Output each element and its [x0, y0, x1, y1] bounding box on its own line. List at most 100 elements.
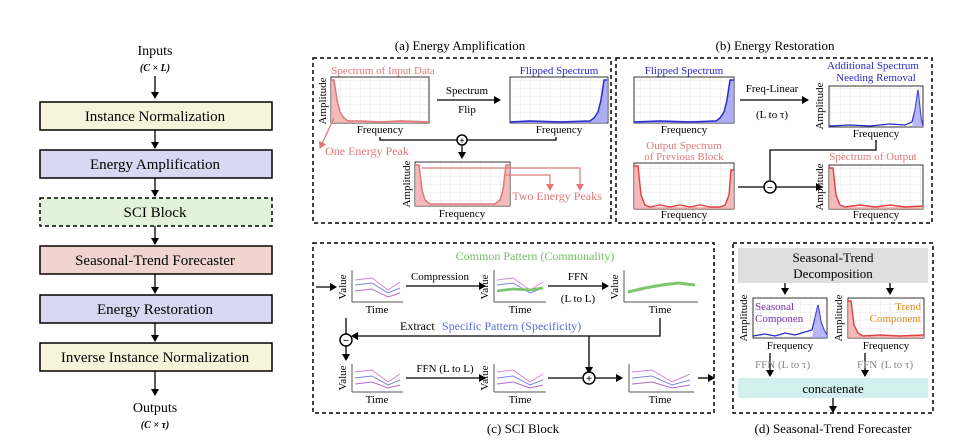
- compression-label: Compression: [411, 271, 470, 283]
- freq-linear-sub: (L to τ): [756, 109, 788, 121]
- ffn-trend-sub: (L to τ): [881, 359, 913, 371]
- concatenate-label: concatenate: [802, 381, 864, 396]
- trend-component-plot: Amplitude Frequency Trend Component: [833, 294, 925, 352]
- minus-sign: −: [767, 182, 773, 194]
- time-label: Time: [366, 394, 389, 406]
- frequency-label: Frequency: [439, 208, 486, 220]
- panel-a-border: [312, 57, 612, 224]
- spectrum-flip-label-1: Spectrum: [446, 85, 489, 97]
- frequency-label: Frequency: [661, 209, 708, 221]
- time-label: Time: [649, 394, 672, 406]
- panel-d-border: [732, 242, 934, 414]
- input-series-plot: Value Time: [337, 270, 403, 316]
- amplitude-label: Amplitude: [814, 82, 826, 129]
- pipeline-block-label: Inverse Instance Normalization: [61, 350, 250, 366]
- compressed-series-plot: Value Time: [479, 270, 546, 316]
- combined-spectrum-plot: Amplitude Frequency: [401, 160, 511, 220]
- plus-sign: +: [586, 373, 592, 385]
- trend-label-1: Trend: [895, 301, 921, 313]
- panel-b-title: (b) Energy Restoration: [716, 38, 835, 53]
- pipeline: Inputs (C × L) Instance NormalizationEne…: [39, 44, 273, 431]
- value-label: Value: [337, 274, 349, 299]
- prev-output-label-2: of Previous Block: [644, 151, 724, 163]
- frequency-label: Frequency: [863, 340, 910, 352]
- frequency-label: Frequency: [853, 209, 900, 221]
- seasonal-component-plot: Amplitude Frequency Seasonal Componen: [738, 294, 828, 352]
- two-energy-peaks-label: Two Energy Peaks: [512, 189, 602, 203]
- previous-output-plot: Frequency Output Spectrum of Previous Bl…: [633, 140, 735, 221]
- value-label: Value: [609, 274, 621, 299]
- amplitude-label: Amplitude: [814, 163, 826, 210]
- ffn-trend-label: FFN: [857, 359, 877, 371]
- frequency-label: Frequency: [536, 124, 583, 136]
- ffn-sub-label: (L to L): [561, 293, 596, 305]
- spectrum-input-label: Spectrum of Input Data: [331, 65, 435, 77]
- panel-energy-restoration: (b) Energy Restoration Flipped Spectrum …: [615, 38, 933, 224]
- spectrum-flip-label-2: Flip: [458, 104, 476, 116]
- additional-spectrum-label-1: Additional Spectrum: [827, 60, 919, 72]
- time-label: Time: [509, 394, 532, 406]
- seasonal-label-2: Componen: [755, 313, 804, 325]
- amplitude-label: Amplitude: [401, 160, 413, 207]
- pipeline-block-label: Energy Restoration: [97, 302, 213, 318]
- time-label: Time: [649, 304, 672, 316]
- outputs-shape: (C × τ): [141, 420, 169, 431]
- flipped-spectrum-plot: Flipped Spectrum Frequency: [509, 65, 609, 136]
- inputs-shape: (C × L): [140, 63, 170, 74]
- plus-sign: +: [459, 136, 465, 147]
- panel-b-border: [615, 57, 933, 224]
- pipeline-block-label: Seasonal-Trend Forecaster: [75, 253, 235, 269]
- decomp-label-2: Decomposition: [793, 266, 873, 281]
- amplitude-label: Amplitude: [833, 294, 845, 341]
- flipped-spectrum-label-b: Flipped Spectrum: [645, 65, 724, 77]
- prev-output-label-1: Output Spectrum: [646, 140, 722, 152]
- inputs-label: Inputs: [138, 44, 173, 59]
- freq-linear-label: Freq-Linear: [746, 83, 799, 95]
- frequency-label: Frequency: [853, 128, 900, 140]
- concatenate-box: [738, 378, 928, 398]
- additional-spectrum-plot: Amplitude Frequency Additional Spectrum …: [814, 60, 924, 140]
- outputs-label: Outputs: [133, 401, 177, 416]
- minus-sign: −: [343, 335, 349, 347]
- value-label: Value: [479, 365, 491, 390]
- ffn-output-plot: Value Time: [479, 364, 546, 406]
- decomposition-box: [738, 248, 928, 283]
- seasonal-label-1: Seasonal: [755, 301, 794, 313]
- input-spectrum-plot: Amplitude Frequency Spectrum of Input Da…: [317, 65, 435, 136]
- ffn-full-label: FFN (L to L): [416, 363, 474, 375]
- specific-series-plot: Value Time: [337, 364, 403, 406]
- one-energy-peak-label: One Energy Peak: [325, 144, 409, 158]
- ffn-seasonal-sub: (L to τ): [778, 359, 810, 371]
- panel-a-title: (a) Energy Amplification: [395, 38, 526, 53]
- output-spectrum-plot: Amplitude Frequency Spectrum of Output: [814, 151, 924, 221]
- decomp-label-1: Seasonal-Trend: [792, 250, 874, 265]
- spectrum-output-label: Spectrum of Output: [829, 151, 916, 163]
- frequency-label: Frequency: [767, 340, 814, 352]
- value-label: Value: [479, 274, 491, 299]
- pipeline-block-label: SCI Block: [124, 205, 187, 221]
- additional-spectrum-label-2: Needing Removal: [836, 72, 916, 84]
- pipeline-block-2: [39, 197, 273, 227]
- specific-pattern-label: Specific Pattern (Specificity): [442, 319, 581, 333]
- ffn-seasonal-label: FFN: [755, 359, 775, 371]
- pipeline-block-1: [39, 149, 273, 179]
- panel-d-title: (d) Seasonal-Trend Forecaster: [755, 421, 913, 436]
- value-label: Value: [337, 365, 349, 390]
- panel-c-border: [312, 242, 715, 414]
- time-label: Time: [509, 304, 532, 316]
- pipeline-block-label: Energy Amplification: [90, 157, 221, 173]
- panel-sci-block: (c) SCI Block Common Pattern (Commonalit…: [312, 242, 715, 436]
- extract-label: Extract: [400, 319, 435, 333]
- panel-seasonal-trend-forecaster: (d) Seasonal-Trend Forecaster Seasonal-T…: [732, 242, 934, 436]
- pipeline-block-label: Instance Normalization: [85, 109, 226, 125]
- ffn-label: FFN: [568, 271, 588, 283]
- amplitude-label: Amplitude: [317, 77, 329, 124]
- panel-c-title: (c) SCI Block: [487, 421, 560, 436]
- time-label: Time: [366, 304, 389, 316]
- flipped-spectrum-label: Flipped Spectrum: [520, 65, 599, 77]
- flipped-spectrum-plot-b: Flipped Spectrum Frequency: [633, 65, 735, 136]
- amplitude-label: Amplitude: [738, 294, 750, 341]
- trend-label-2: Component: [870, 313, 921, 325]
